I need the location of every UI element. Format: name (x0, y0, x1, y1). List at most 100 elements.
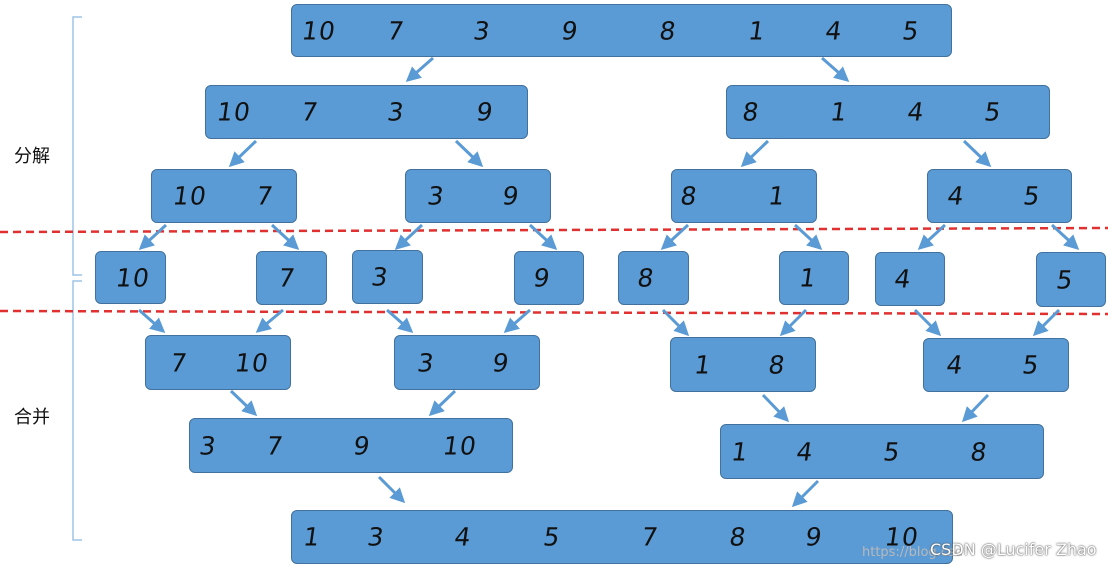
array-element: 7 (254, 181, 276, 211)
array-element: 8 (657, 16, 679, 45)
array-element: 5 (1021, 181, 1043, 211)
array-element: 3 (471, 16, 493, 45)
arrow (229, 389, 258, 417)
array-box: 8 1 4 5 (726, 85, 1050, 139)
arrow (917, 223, 947, 251)
array-element: 10 (300, 16, 338, 45)
array-element: 5 (982, 97, 1004, 127)
arrow (961, 393, 990, 423)
array-element: 5 (900, 16, 922, 45)
array-element: 3 (385, 97, 407, 127)
array-box: 5 (1036, 252, 1106, 307)
array-box: 3 (352, 250, 423, 304)
array-element: 9 (474, 97, 496, 127)
arrow (661, 308, 690, 337)
arrow (428, 389, 457, 417)
array-element: 10 (215, 97, 253, 127)
array-element: 9 (351, 431, 373, 460)
arrow (377, 475, 406, 504)
array-element: 4 (905, 97, 927, 127)
arrow (386, 308, 414, 333)
arrows (138, 56, 1080, 508)
array-element: 9 (803, 522, 825, 552)
array-element: 3 (197, 431, 219, 460)
array-element: 1 (766, 181, 788, 211)
arrow (779, 308, 808, 337)
arrow (793, 223, 823, 251)
array-box: 10 7 3 9 (205, 85, 528, 139)
watermark-url: https://blog.csd (862, 545, 963, 560)
array-element: 4 (944, 350, 966, 380)
array-element: 9 (500, 181, 522, 211)
array-element: 8 (740, 97, 762, 127)
arrow (1032, 308, 1061, 337)
array-element: 8 (635, 263, 657, 293)
arrow (528, 223, 558, 251)
arrow (270, 223, 300, 251)
array-box: 1 3 4 5 7 8 9 10 (291, 510, 953, 564)
arrow (394, 223, 424, 251)
array-element: 5 (1020, 350, 1042, 380)
array-element: 3 (425, 181, 447, 211)
array-element: 7 (168, 348, 190, 377)
array-box: 10 7 (151, 169, 297, 223)
arrow (791, 479, 820, 508)
array-element: 1 (692, 350, 714, 379)
array-element: 1 (797, 263, 819, 293)
array-box: 10 (95, 251, 166, 304)
array-element: 4 (452, 522, 474, 552)
array-element: 7 (264, 431, 286, 460)
array-element: 5 (541, 522, 563, 552)
array-element: 9 (559, 16, 581, 45)
array-element: 8 (678, 181, 700, 211)
arrow (255, 308, 284, 333)
array-element: 1 (828, 97, 850, 127)
array-box: 7 10 (145, 335, 291, 390)
array-box: 1 8 (670, 337, 816, 392)
dashed-separator-top (0, 226, 1108, 234)
arrow (913, 308, 942, 337)
array-element: 3 (415, 348, 437, 377)
array-box: 7 (256, 251, 327, 305)
arrow (962, 139, 992, 168)
arrow (821, 56, 850, 82)
arrow (660, 223, 690, 251)
array-element: 4 (794, 437, 816, 466)
array-element: 1 (746, 16, 768, 45)
arrow (1050, 223, 1080, 251)
array-box: 1 (779, 251, 849, 305)
arrow (740, 139, 770, 168)
array-box: 4 5 (923, 338, 1069, 392)
array-box: 3 7 9 10 (189, 418, 513, 473)
array-element: 1 (729, 437, 751, 466)
array-element: 10 (171, 181, 209, 211)
array-element: 10 (233, 348, 271, 377)
array-element: 7 (639, 522, 661, 552)
arrow (228, 139, 258, 168)
array-box: 4 5 (927, 169, 1072, 223)
arrow (405, 56, 434, 82)
arrow (138, 223, 168, 251)
array-element: 3 (369, 262, 391, 292)
arrow (761, 393, 790, 423)
arrow (503, 308, 531, 333)
array-element: 4 (823, 16, 845, 45)
array-element: 7 (299, 97, 321, 127)
array-element: 8 (968, 437, 990, 466)
array-element: 10 (114, 263, 152, 292)
array-box: 8 1 (671, 169, 817, 223)
watermark: CSDN @Lucifer Zhao (930, 540, 1097, 559)
array-box: 4 (875, 252, 945, 306)
dashed-separator-bottom (0, 309, 1108, 316)
array-element: 5 (1054, 265, 1076, 294)
arrow (138, 308, 166, 333)
split-label: 分解 (14, 146, 50, 167)
array-element: 4 (945, 181, 967, 211)
array-element: 4 (892, 264, 914, 294)
array-element: 5 (881, 437, 903, 466)
array-box: 3 9 (394, 335, 540, 390)
array-element: 7 (385, 16, 407, 45)
array-element: 9 (531, 263, 553, 293)
array-element: 8 (766, 350, 788, 379)
